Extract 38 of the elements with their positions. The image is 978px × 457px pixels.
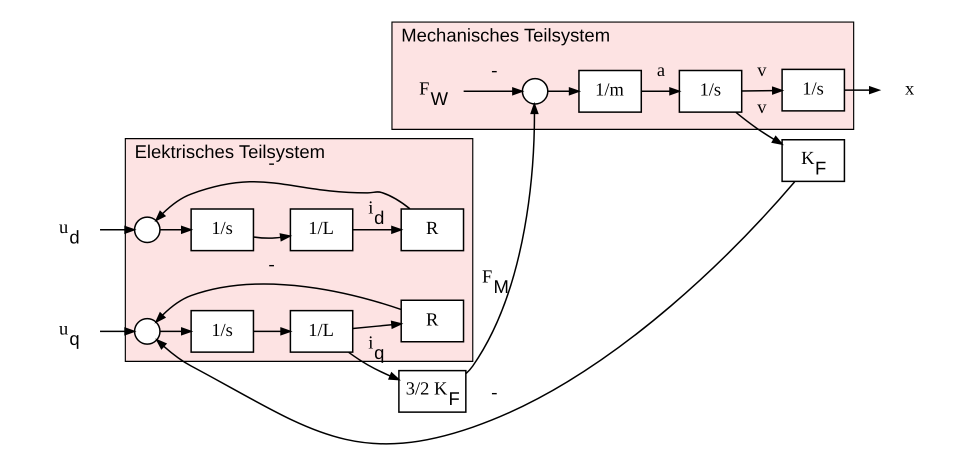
edge-label: v bbox=[756, 60, 766, 80]
edge-label: - bbox=[490, 60, 497, 80]
node-box: 1/s bbox=[780, 68, 845, 112]
arrow bbox=[154, 181, 795, 444]
node-box: 1/L bbox=[289, 310, 353, 353]
node-circle bbox=[133, 318, 160, 345]
arrow bbox=[100, 327, 136, 336]
node-box: 1/m bbox=[578, 70, 642, 113]
edge-label: - bbox=[490, 382, 497, 402]
arrow bbox=[352, 320, 403, 330]
arrow bbox=[464, 102, 538, 374]
arrow bbox=[160, 226, 193, 234]
arrow bbox=[348, 352, 400, 381]
arrow bbox=[253, 327, 292, 336]
node-text: x bbox=[904, 78, 914, 99]
arrow bbox=[352, 226, 403, 234]
node-box: R bbox=[400, 208, 464, 252]
arrow bbox=[463, 87, 524, 96]
node-circle bbox=[133, 216, 160, 244]
arrow bbox=[100, 226, 136, 234]
arrow bbox=[547, 87, 581, 96]
node-box: 1/L bbox=[289, 208, 353, 252]
arrow bbox=[741, 86, 784, 95]
node-box: R bbox=[400, 299, 464, 342]
arrow bbox=[154, 181, 410, 222]
node-box: 1/s bbox=[190, 208, 254, 252]
arrow bbox=[252, 233, 292, 242]
node-circle bbox=[521, 78, 548, 105]
edge-label: v bbox=[756, 96, 766, 117]
node-box: 1/s bbox=[190, 310, 254, 353]
edge-label: a bbox=[656, 60, 665, 80]
edge-label: - bbox=[268, 254, 274, 274]
arrow bbox=[844, 86, 881, 94]
arrow bbox=[160, 327, 193, 336]
node-box: 1/s bbox=[678, 70, 742, 113]
arrow bbox=[641, 87, 681, 96]
arrow bbox=[154, 283, 401, 324]
arrow bbox=[734, 112, 784, 146]
